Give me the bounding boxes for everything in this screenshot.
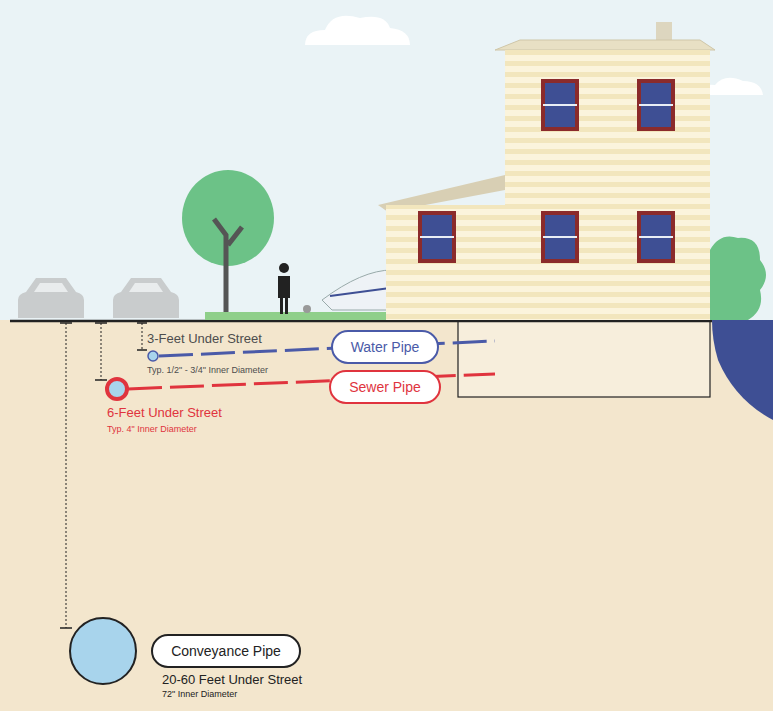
pipe-label-pill: Water Pipe xyxy=(331,330,440,364)
depth-label: 3-Feet Under Street xyxy=(147,331,262,346)
pipe-label-pill: Conveyance Pipe xyxy=(151,634,301,668)
pipe-name: Sewer Pipe xyxy=(349,379,421,395)
depth-label: 20-60 Feet Under Street xyxy=(162,672,302,687)
pipe-label-pill: Sewer Pipe xyxy=(329,370,441,404)
pipe-name: Water Pipe xyxy=(351,339,420,355)
pipe-name: Conveyance Pipe xyxy=(171,643,281,659)
diameter-note: 72" Inner Diameter xyxy=(162,689,237,699)
depth-label: 6-Feet Under Street xyxy=(107,405,222,420)
diameter-note: Typ. 4" Inner Diameter xyxy=(107,424,197,434)
diameter-note: Typ. 1/2" - 3/4" Inner Diameter xyxy=(147,365,268,375)
